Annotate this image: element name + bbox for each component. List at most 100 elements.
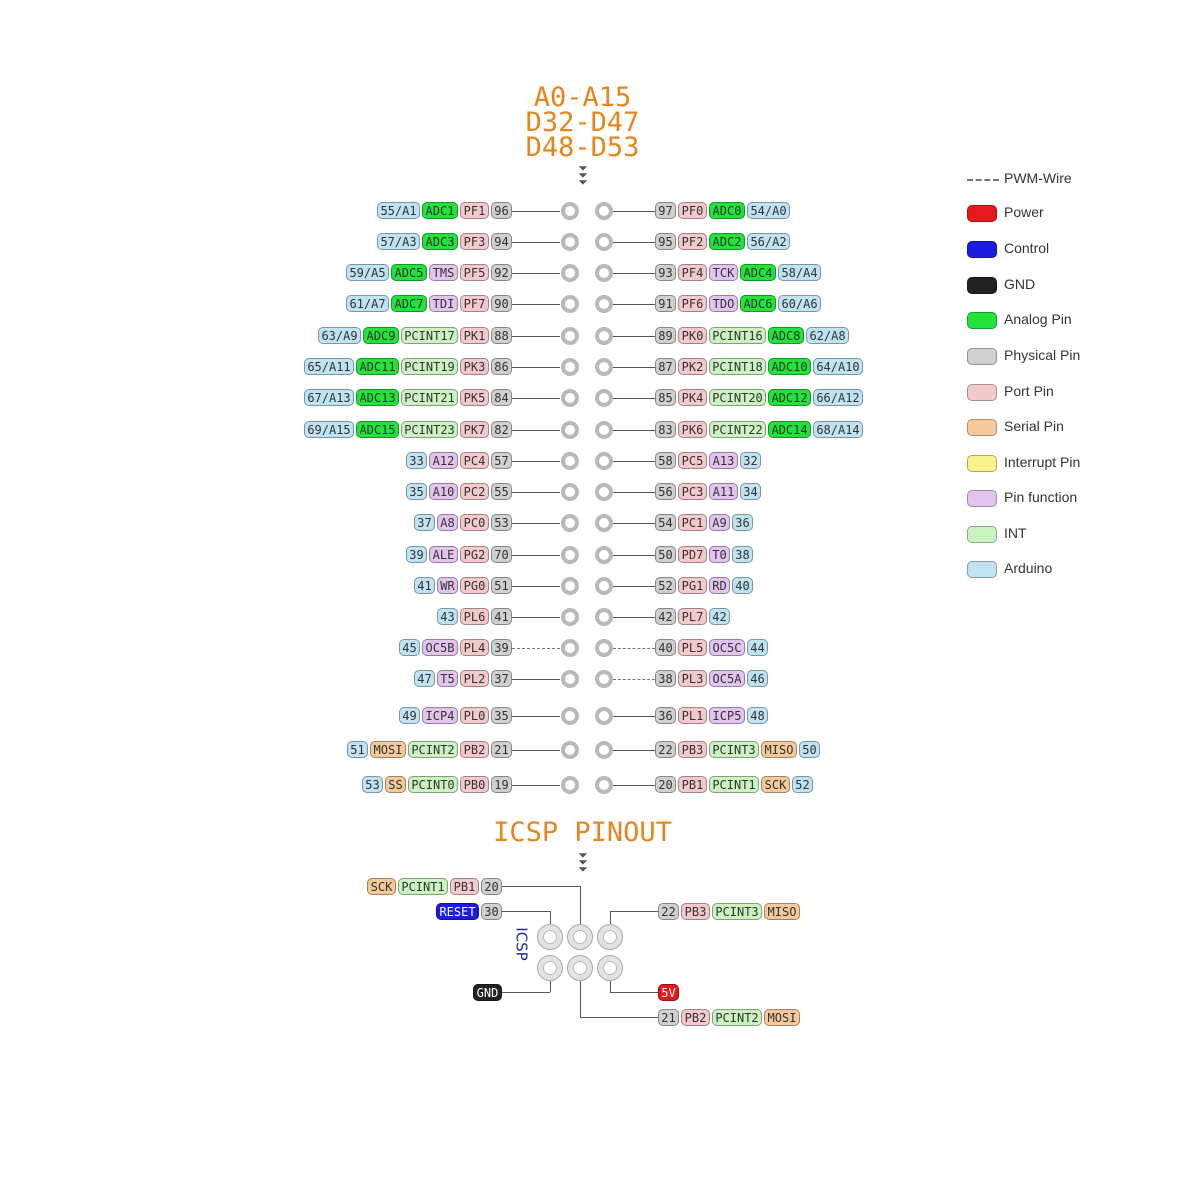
chevron-down-icon: ⏷⏷⏷ [578,848,588,876]
pin-tag-serial: SCK [761,776,790,793]
pin-tag-analog: ADC2 [709,233,745,250]
pin-tag-port: PG0 [460,577,489,594]
pin-tag-arduino: 65/A11 [304,358,354,375]
pin-tag-port: PK1 [460,327,489,344]
pin-tag-analog: ADC5 [391,264,427,281]
wire [580,981,581,1017]
pin-tag-func: T5 [437,670,458,687]
pin-tag-analog: ADC10 [768,358,811,375]
pin-tag-int: PCINT1 [398,878,448,895]
pin-tag-port: PL3 [678,670,707,687]
pin-tag-arduino: 54/A0 [747,202,790,219]
pin-tag-arduino: 40 [732,577,753,594]
pin-tag-arduino: 50 [799,741,820,758]
pin-tag-int: PCINT16 [709,327,766,344]
pin-tag-port: PB2 [681,1009,710,1026]
pin-tag-port: PB1 [678,776,707,793]
wire [550,911,551,924]
pin-tag-func: A9 [709,514,730,531]
pin-tag-physical: 35 [491,707,512,724]
pin-tag-analog: ADC8 [768,327,804,344]
pin-tag-port: PB3 [678,741,707,758]
wire [512,523,560,524]
pin-tag-physical: 19 [491,776,512,793]
pin-tag-arduino: 34 [740,483,761,500]
wire [613,304,655,305]
wire [502,886,580,887]
header-pin-left [561,295,579,313]
pin-tag-port: PC0 [460,514,489,531]
legend-swatch [967,455,997,472]
pin-tag-arduino: 46 [747,670,768,687]
pin-tag-int: PCINT21 [401,389,458,406]
header-line-digital-b: D48-D53 [525,132,640,163]
pin-tag-physical: 21 [658,1009,679,1026]
pin-tag-physical: 53 [491,514,512,531]
header-pin-left [561,608,579,626]
header-pin-right [595,577,613,595]
pin-tag-physical: 37 [491,670,512,687]
pin-tag-port: PB3 [681,903,710,920]
pin-tag-physical: 83 [655,421,676,438]
pin-tag-physical: 97 [655,202,676,219]
wire [512,648,560,649]
pin-tag-port: PL5 [678,639,707,656]
legend-swatch [967,561,997,578]
pin-tag-port: PF2 [678,233,707,250]
header-pin-left [561,452,579,470]
wire [613,242,655,243]
pin-tag-physical: 55 [491,483,512,500]
wire [502,911,550,912]
pin-tag-port: PL4 [460,639,489,656]
wire [613,648,655,649]
wire [610,992,658,993]
legend-swatch [967,526,997,543]
wire [512,679,560,680]
wire [613,492,655,493]
pin-tag-int: PCINT17 [401,327,458,344]
wire [613,617,655,618]
legend-label: INT [1004,525,1027,541]
pin-tag-physical: 52 [655,577,676,594]
pin-tag-arduino: 63/A9 [318,327,361,344]
pin-tag-func: A10 [429,483,458,500]
pin-tag-int: PCINT2 [712,1009,762,1026]
pin-tag-arduino: 32 [740,452,761,469]
header-pin-left [561,483,579,501]
pin-tag-physical: 94 [491,233,512,250]
pin-tag-analog: ADC15 [356,421,399,438]
header-pin-left [561,264,579,282]
icsp-pin [567,924,593,950]
pin-tag-port: PK6 [678,421,707,438]
pin-tag-physical: 56 [655,483,676,500]
legend-label: Physical Pin [1004,347,1081,363]
pin-tag-serial: SCK [367,878,396,895]
pin-tag-port: PC2 [460,483,489,500]
pin-tag-arduino: 36 [732,514,753,531]
legend-label: Pin function [1004,489,1078,505]
pin-tag-serial: MISO [761,741,797,758]
legend-label: Arduino [1004,560,1053,576]
pin-tag-int: PCINT3 [712,903,762,920]
wire [613,716,655,717]
pin-tag-arduino: 67/A13 [304,389,354,406]
pin-tag-arduino: 44 [747,639,768,656]
header-pin-left [561,707,579,725]
legend-swatch [967,312,997,329]
icsp-pin [537,924,563,950]
wire [512,555,560,556]
wire [512,242,560,243]
pin-tag-arduino: 59/A5 [346,264,389,281]
icsp-pin [597,955,623,981]
pin-tag-physical: 39 [491,639,512,656]
header-pin-left [561,389,579,407]
pin-tag-serial: SS [385,776,406,793]
pin-tag-port: PC4 [460,452,489,469]
chevron-down-icon: ⏷⏷⏷ [578,161,588,189]
pin-tag-arduino: 41 [414,577,435,594]
wire [613,750,655,751]
wire [613,430,655,431]
pin-tag-port: PF6 [678,295,707,312]
pin-tag-arduino: 60/A6 [778,295,821,312]
pin-tag-port: PB1 [450,878,479,895]
